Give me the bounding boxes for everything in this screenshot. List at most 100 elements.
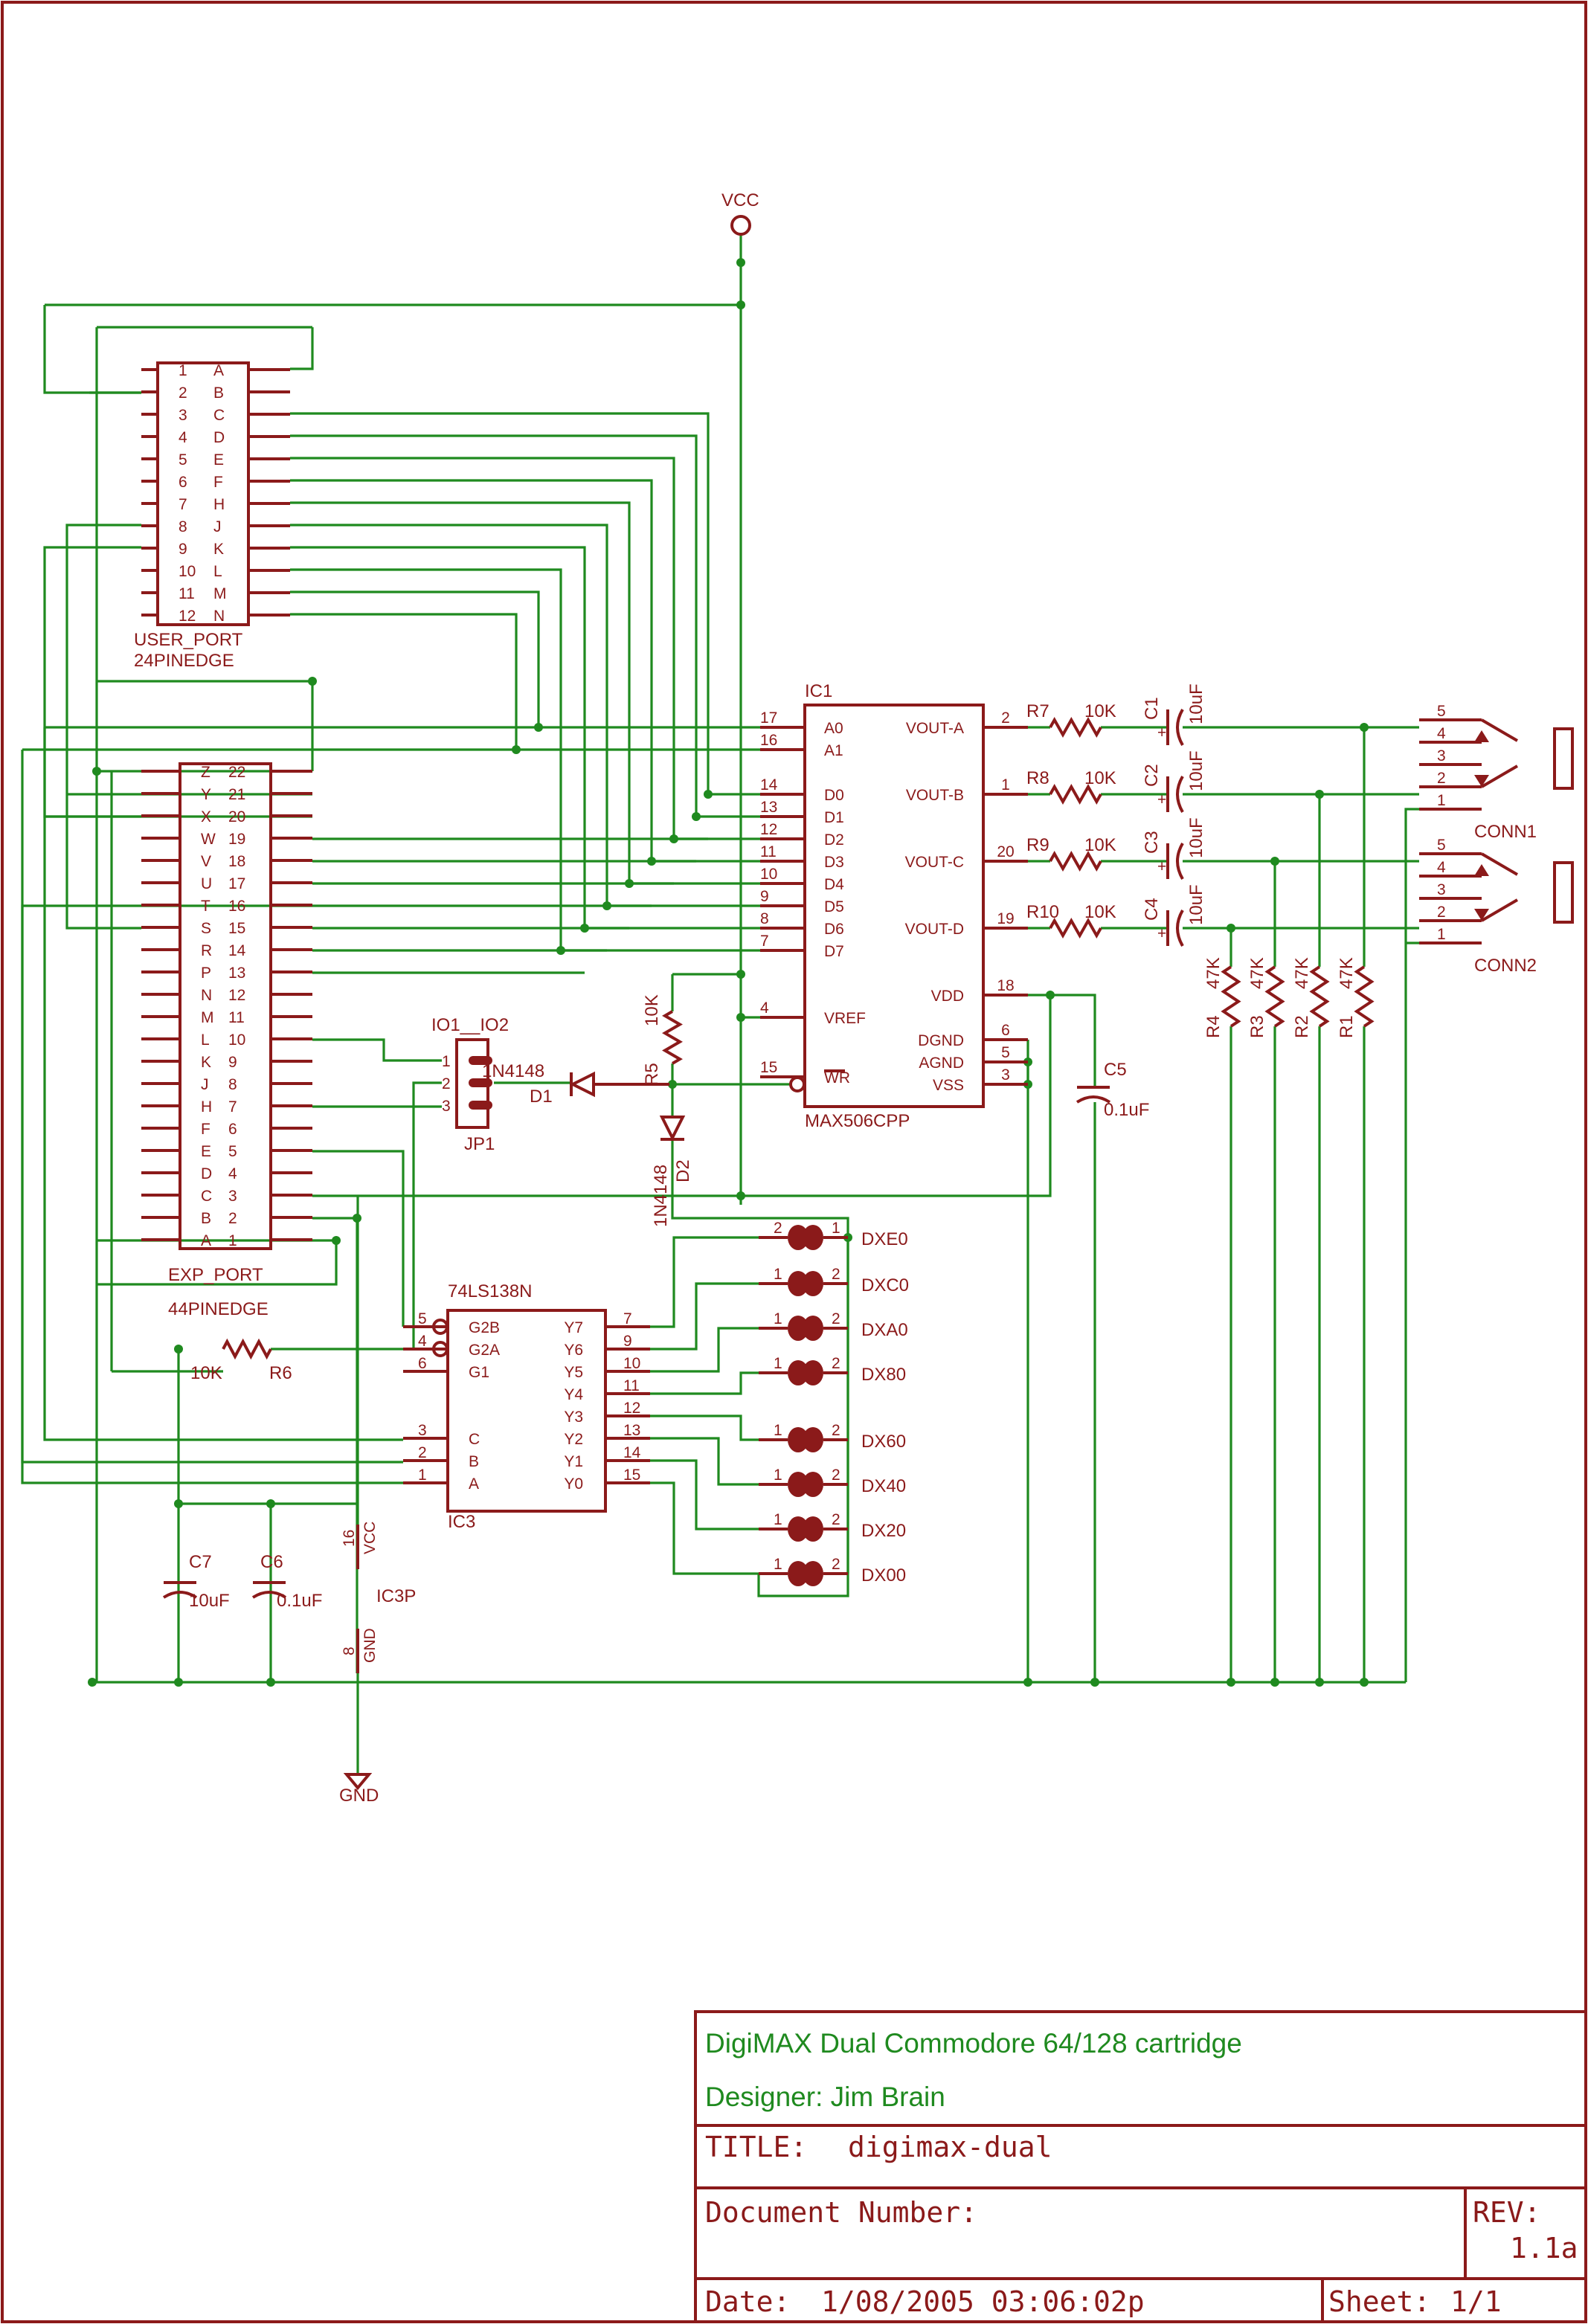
wire	[21, 904, 403, 1484]
output-cap-ref: C1	[1142, 697, 1162, 720]
wire	[290, 479, 760, 863]
wr-inverter	[789, 1076, 806, 1092]
junction-dot	[580, 924, 589, 933]
user-port-pin-number: 4	[179, 429, 187, 446]
junction-dot	[308, 677, 317, 686]
junction-dot	[174, 1678, 183, 1687]
sheet-value: 1/1	[1450, 2285, 1502, 2318]
ic3p-gnd-label: GND	[361, 1628, 379, 1663]
user-port-pin-letter: N	[213, 608, 225, 625]
address-jumper-label: DX00	[861, 1565, 906, 1586]
ic1-pin-number: 12	[760, 821, 777, 838]
c6-ref: C6	[260, 1552, 283, 1572]
junction-dot	[736, 258, 745, 267]
c7-value: 10uF	[189, 1591, 230, 1611]
ic1-pin-name: WR	[824, 1069, 850, 1087]
junction-dot	[332, 1236, 341, 1245]
output-cap-ref: C2	[1142, 764, 1162, 787]
ic3-pin-number: 5	[418, 1310, 427, 1327]
ic1-pin-name: D6	[824, 921, 844, 938]
jumper-pin-number: 2	[832, 1422, 840, 1439]
exp-port-pin-letter: W	[201, 831, 216, 848]
pulldown-resistor	[1221, 965, 1241, 1028]
ic3-pin-name: B	[469, 1453, 479, 1470]
output-resistor-ref: R7	[1026, 701, 1049, 721]
exp-port-pin-number: 9	[228, 1054, 237, 1071]
address-jumper-pad	[788, 1360, 809, 1385]
exp-port-pin-letter: F	[201, 1121, 210, 1138]
junction-dot	[1023, 1678, 1032, 1687]
c6-plate-curved	[251, 1591, 287, 1599]
wire	[43, 546, 403, 1441]
exp-port-pin-number: 16	[228, 898, 245, 915]
conn-pin-number: 3	[1437, 747, 1446, 765]
address-jumper-pad	[788, 1225, 809, 1250]
junction-dot	[1270, 1678, 1279, 1687]
ic1-pin-number: 17	[760, 709, 777, 727]
junction-dot	[266, 1678, 275, 1687]
output-cap-value: 10uF	[1186, 683, 1206, 724]
wire	[650, 1327, 759, 1373]
address-jumper-label: DX40	[861, 1476, 906, 1496]
output-resistor-value: 10K	[1084, 835, 1116, 855]
g2a-inverter	[432, 1341, 449, 1357]
r5-body	[662, 1010, 683, 1065]
wire	[43, 305, 141, 394]
wire	[290, 568, 760, 952]
address-jumper-pad	[788, 1316, 809, 1341]
d2-part: 1N4148	[651, 1165, 671, 1227]
cap-plate-curved	[1176, 909, 1184, 947]
exp-port-pin-number: 19	[228, 831, 245, 848]
user-port-pin-letter: F	[213, 474, 223, 491]
conn-arrow	[1474, 864, 1489, 876]
ic3-pin-number: 13	[623, 1422, 640, 1439]
c5-value: 0.1uF	[1104, 1100, 1149, 1120]
ic1-pin-name: VSS	[933, 1077, 964, 1094]
pulldown-value: 47K	[1292, 957, 1312, 989]
r5-value: 10K	[642, 994, 662, 1026]
ic3-pin-number: 14	[623, 1444, 641, 1461]
wire	[290, 412, 760, 796]
junction-dot	[1046, 991, 1055, 1000]
ic1-pin-number: 13	[760, 799, 777, 816]
pulldown-value: 47K	[1247, 957, 1267, 989]
exp-port-type: 44PINEDGE	[168, 1299, 269, 1319]
ic3p-vcc-pin-number: 16	[341, 1530, 358, 1547]
address-jumper-pad	[788, 1271, 809, 1296]
c7-plate-curved	[162, 1591, 198, 1599]
junction-dot	[1270, 857, 1279, 866]
title-block: DigiMAX Dual Commodore 64/128 cartridgeD…	[694, 2010, 1587, 2323]
r6-value: 10K	[190, 1363, 222, 1383]
junction-dot	[1227, 924, 1235, 933]
exp-port-pin-letter: P	[201, 965, 211, 982]
ic1-part: MAX506CPP	[805, 1111, 910, 1131]
user-port-pin-letter: D	[213, 429, 225, 446]
d1-part: 1N4148	[482, 1061, 544, 1081]
g2b-inverter	[432, 1319, 449, 1335]
d2-body	[659, 1116, 686, 1142]
ic3-pin-number: 15	[623, 1467, 640, 1484]
ic3p-vcc-label: VCC	[361, 1522, 379, 1554]
wire	[312, 1038, 442, 1062]
conn-pin-number: 3	[1437, 881, 1446, 898]
conn-pin-number: 5	[1437, 703, 1446, 720]
exp-port-pin-number: 21	[228, 786, 245, 803]
jumper-pin-number: 2	[832, 1511, 840, 1528]
ic1-pin-number: 3	[1001, 1066, 1010, 1084]
exp-port-pin-letter: H	[201, 1098, 212, 1116]
ic3-pin-name: A	[469, 1475, 479, 1493]
conn-pin-number: 4	[1437, 859, 1446, 876]
wire	[290, 501, 760, 885]
user-port-pin-number: 9	[179, 541, 187, 558]
exp-port-pin-letter: Z	[201, 764, 210, 781]
jumper-pin-number: 1	[774, 1310, 782, 1327]
wire	[403, 1081, 442, 1351]
exp-port-pin-number: 3	[228, 1188, 237, 1205]
cap-polarity: +	[1157, 858, 1166, 875]
jumper-pin-number: 1	[774, 1467, 782, 1484]
ic3-pin-number: 9	[623, 1333, 632, 1350]
wire	[671, 1139, 849, 1574]
title-value: digimax-dual	[848, 2131, 1052, 2163]
ic1-pin-name: D2	[824, 831, 844, 849]
